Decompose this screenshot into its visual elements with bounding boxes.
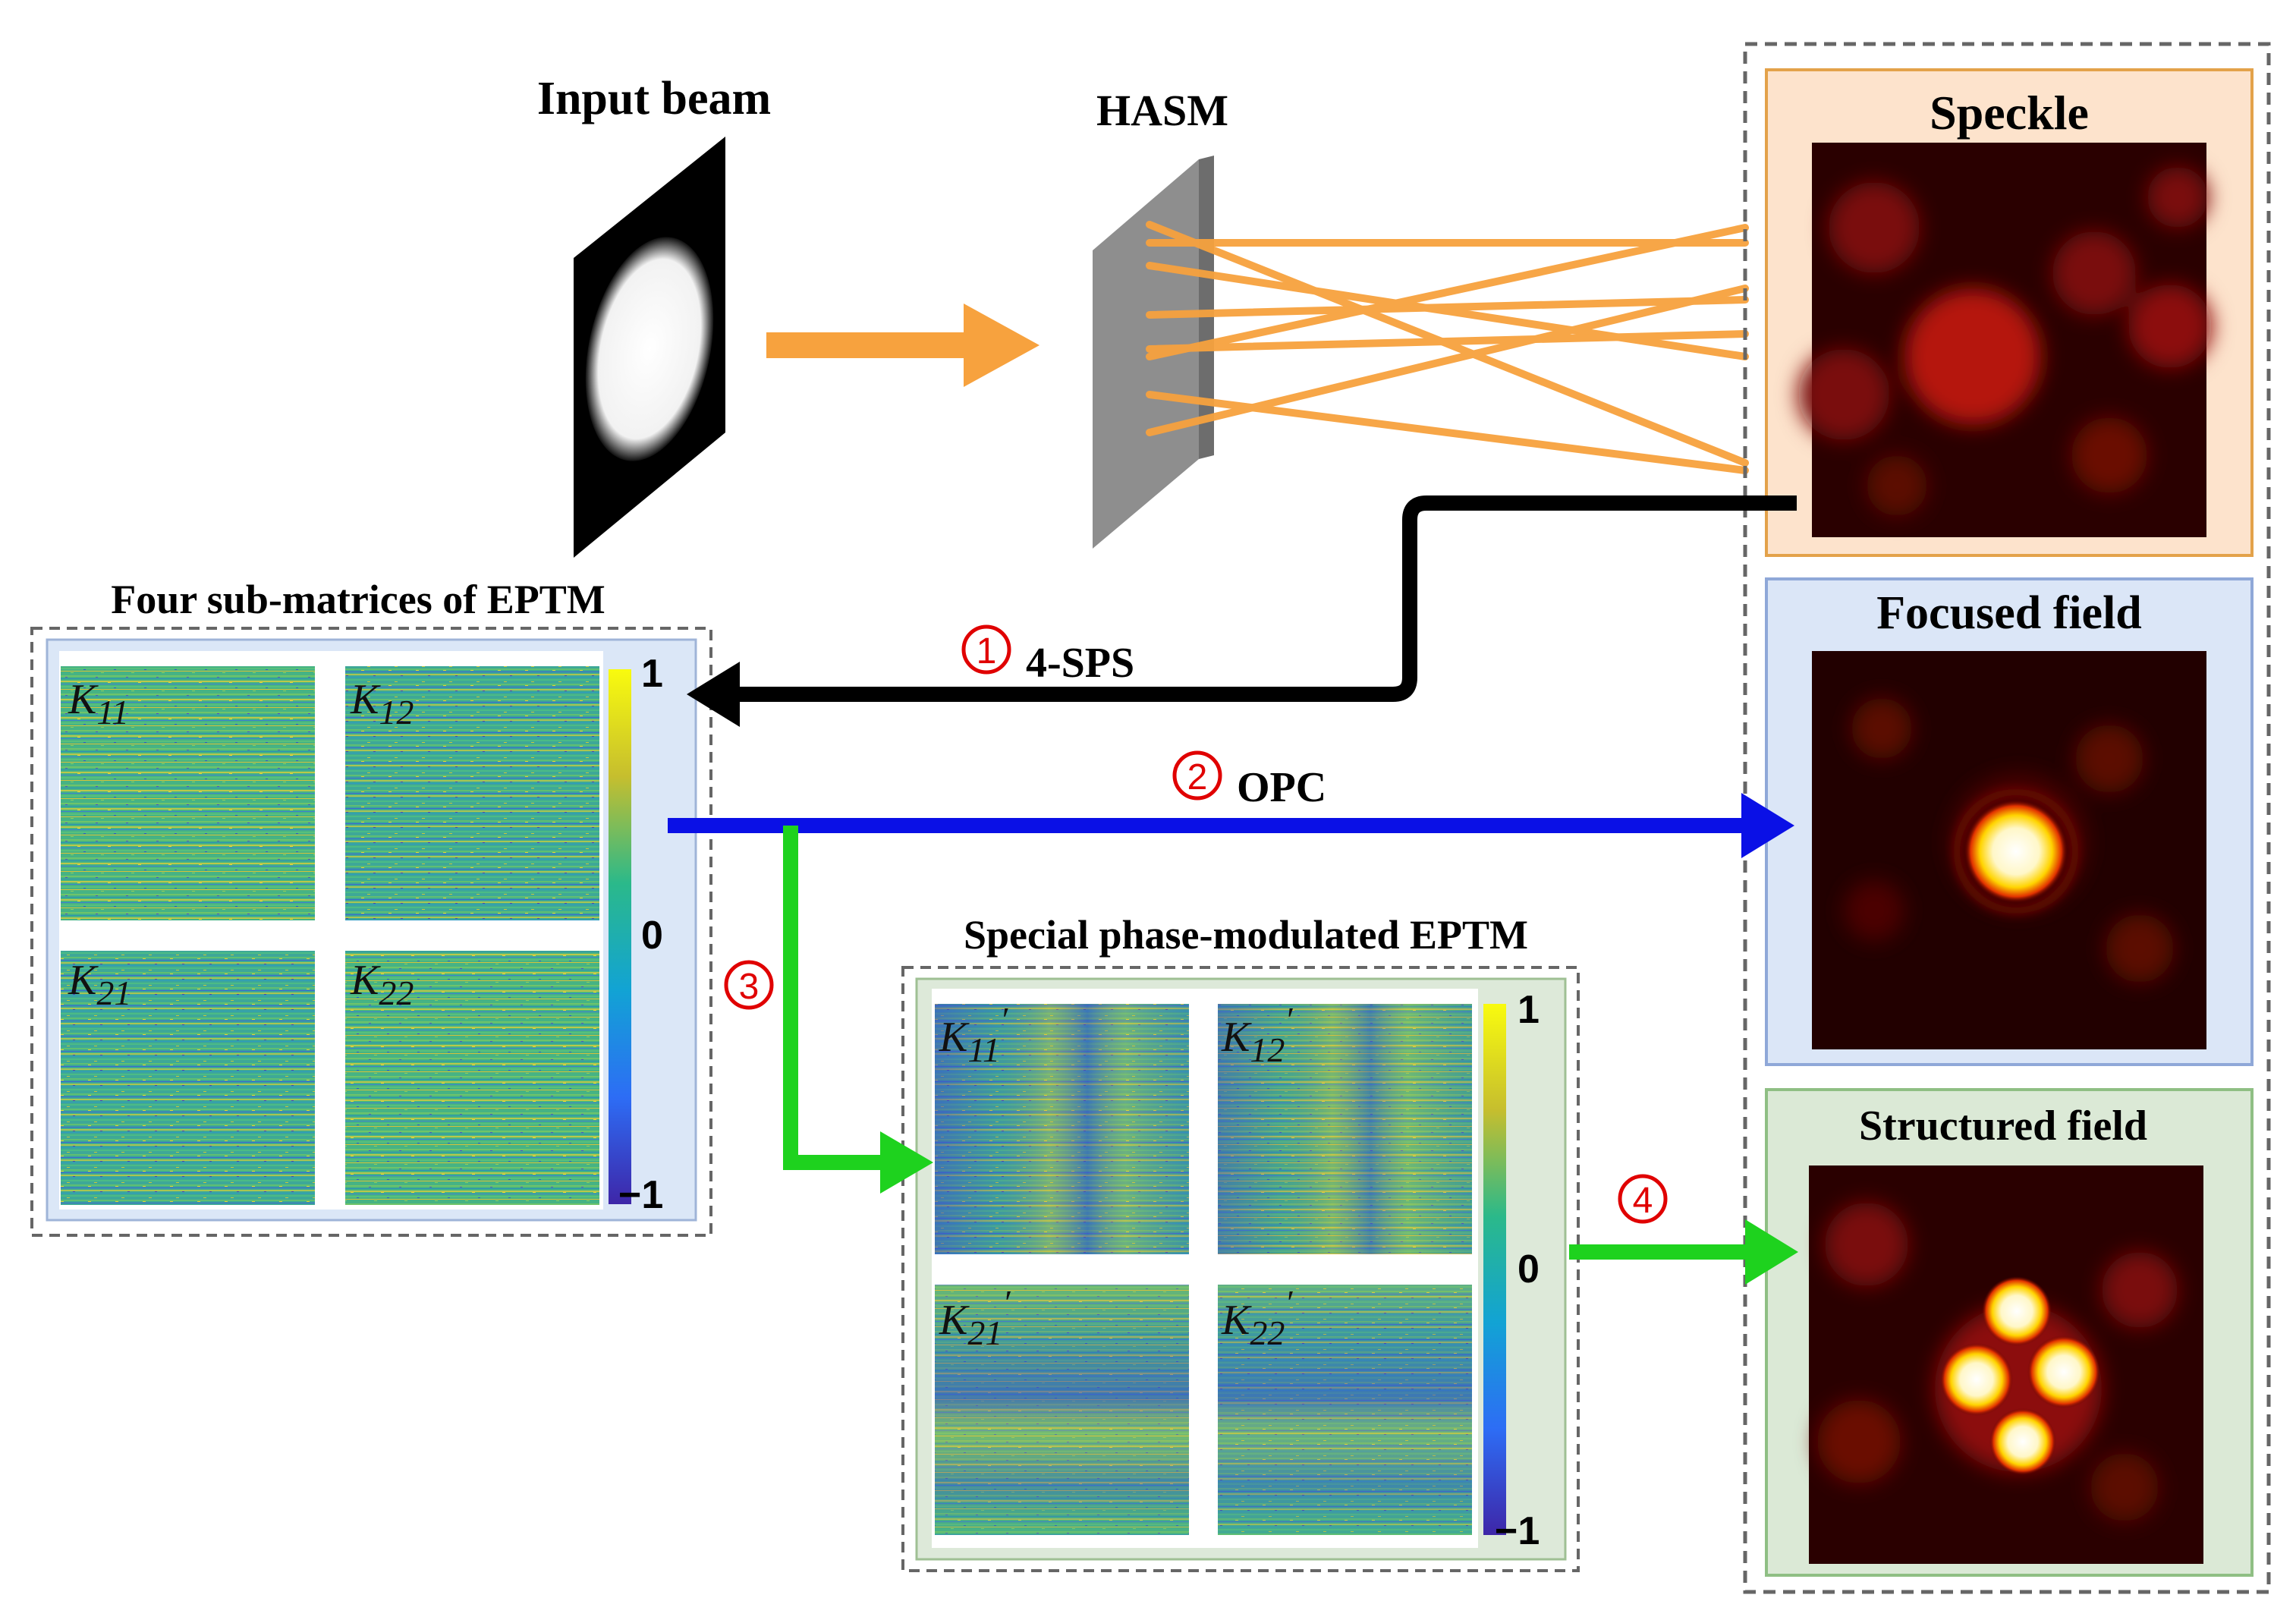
input-to-hasm-arrow xyxy=(766,304,1039,387)
step1-marker: 1 xyxy=(961,624,1011,675)
k11-label: K11 xyxy=(68,676,129,731)
speckle-panel: Speckle xyxy=(1765,68,2254,557)
k22-label: K22 xyxy=(350,957,414,1012)
step3-marker: 3 xyxy=(724,960,774,1010)
k22-map xyxy=(345,951,599,1205)
k22p-label: K22′ xyxy=(1221,1283,1293,1352)
step1-arrow xyxy=(687,495,1797,727)
special-matrix-panel xyxy=(915,977,1567,1561)
speckle-image xyxy=(1798,143,2212,537)
structured-spots-image xyxy=(1809,1165,2203,1564)
left-cb-mid: 0 xyxy=(641,914,663,958)
scattered-beams xyxy=(1146,221,1749,474)
step3-arrow xyxy=(783,826,933,1194)
input-beam-label: Input beam xyxy=(537,73,771,124)
structured-panel: Structured field xyxy=(1765,1088,2254,1577)
step1-label: 4-SPS xyxy=(1026,640,1134,687)
k21p-label: K21′ xyxy=(939,1283,1011,1352)
special-cb-bot: −1 xyxy=(1495,1509,1540,1553)
k21-map xyxy=(61,951,315,1205)
k21-label: K21 xyxy=(68,957,131,1012)
step2-label: OPC xyxy=(1237,764,1326,811)
k12-map xyxy=(345,666,599,920)
k11-map xyxy=(61,666,315,920)
k12-label: K12 xyxy=(350,676,414,731)
focused-panel: Focused field xyxy=(1765,577,2254,1066)
left-colorbar xyxy=(609,669,631,1204)
k11p-label: K11′ xyxy=(939,1000,1008,1069)
special-cb-mid: 0 xyxy=(1518,1247,1540,1291)
speckle-label: Speckle xyxy=(1930,86,2089,140)
left-cb-bot: −1 xyxy=(618,1173,663,1217)
focused-spot-image xyxy=(1812,651,2206,1049)
left-cb-top: 1 xyxy=(641,652,663,696)
structured-field-label: Structured field xyxy=(1859,1103,2147,1150)
special-cb-top: 1 xyxy=(1518,988,1540,1032)
left-matrix-frame xyxy=(30,627,712,1237)
svg-text:2: 2 xyxy=(1187,757,1208,797)
four-sub-matrices-label: Four sub-matrices of EPTM xyxy=(111,577,605,622)
svg-text:3: 3 xyxy=(739,967,760,1007)
step2-marker: 2 xyxy=(1172,750,1222,801)
special-matrix-frame xyxy=(901,966,1580,1572)
hasm-label: HASM xyxy=(1096,86,1228,135)
step2-arrow xyxy=(668,793,1794,858)
hasm-plate-icon xyxy=(1093,156,1214,549)
focused-field-label: Focused field xyxy=(1876,587,2142,639)
k12p-label: K12′ xyxy=(1221,1000,1293,1069)
left-matrix-panel xyxy=(46,638,697,1222)
step4-marker: 4 xyxy=(1618,1174,1668,1224)
svg-text:1: 1 xyxy=(977,631,997,672)
svg-text:4: 4 xyxy=(1633,1181,1653,1221)
step4-arrow xyxy=(1569,1219,1798,1285)
input-beam-screen-icon xyxy=(574,137,725,558)
right-column-frame xyxy=(1743,42,2271,1594)
special-colorbar xyxy=(1483,1004,1506,1535)
special-eptm-label: Special phase-modulated EPTM xyxy=(964,912,1528,958)
